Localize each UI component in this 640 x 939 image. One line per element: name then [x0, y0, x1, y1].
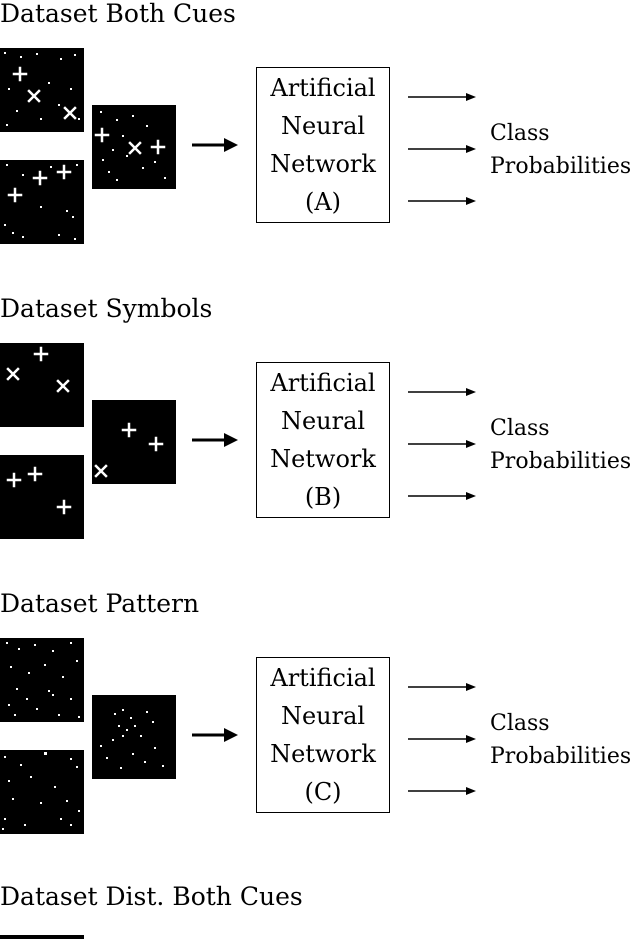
- sample-image: [92, 400, 176, 484]
- network-label-line: Artificial: [270, 369, 376, 397]
- input-arrow: [192, 138, 238, 152]
- sample-image: [92, 695, 176, 779]
- section-title: Dataset Both Cues: [0, 0, 236, 28]
- network-label-line: Network: [270, 150, 376, 178]
- neural-network-box: Artificial Neural Network (C): [256, 657, 390, 813]
- output-label-line1: Class: [490, 711, 550, 736]
- network-label-line: (A): [304, 188, 342, 216]
- neural-network-box: Artificial Neural Network (B): [256, 362, 390, 518]
- network-label-line: Neural: [280, 407, 366, 435]
- network-label-line: (B): [304, 483, 342, 511]
- output-label-line1: Class: [490, 416, 550, 441]
- sample-image: [92, 105, 176, 189]
- output-arrows: [408, 388, 476, 500]
- input-arrow: [192, 433, 238, 447]
- output-label: Class Probabilities: [490, 117, 631, 183]
- network-label-line: (C): [304, 778, 342, 806]
- sample-image: [0, 343, 84, 427]
- sample-image: [0, 638, 84, 722]
- network-label-line: Neural: [280, 702, 366, 730]
- network-label-line: Neural: [280, 112, 366, 140]
- network-label-line: Network: [270, 740, 376, 768]
- output-label-line1: Class: [490, 121, 550, 146]
- network-label-line: Artificial: [270, 664, 376, 692]
- sample-image: [0, 750, 84, 834]
- section-title-dist-both-cues: Dataset Dist. Both Cues: [0, 882, 303, 911]
- output-label: Class Probabilities: [490, 412, 631, 478]
- network-label-line: Artificial: [270, 74, 376, 102]
- input-arrow: [192, 728, 238, 742]
- section-title: Dataset Pattern: [0, 589, 200, 618]
- output-arrows: [408, 93, 476, 205]
- sample-image: [0, 48, 84, 132]
- output-label-line2: Probabilities: [490, 449, 632, 474]
- section-pattern: Dataset Pattern: [0, 590, 640, 885]
- network-label-line: Network: [270, 445, 376, 473]
- cropped-image-edge: [0, 935, 84, 939]
- output-label-line2: Probabilities: [490, 154, 632, 179]
- neural-network-box: Artificial Neural Network (A): [256, 67, 390, 223]
- section-both-cues: Dataset Both Cues: [0, 0, 640, 295]
- section-symbols: Dataset Symbols: [0, 295, 640, 590]
- section-title: Dataset Symbols: [0, 294, 213, 323]
- output-label: Class Probabilities: [490, 707, 631, 773]
- sample-image: [0, 455, 84, 539]
- output-arrows: [408, 683, 476, 795]
- sample-image: [0, 160, 84, 244]
- output-label-line2: Probabilities: [490, 744, 632, 769]
